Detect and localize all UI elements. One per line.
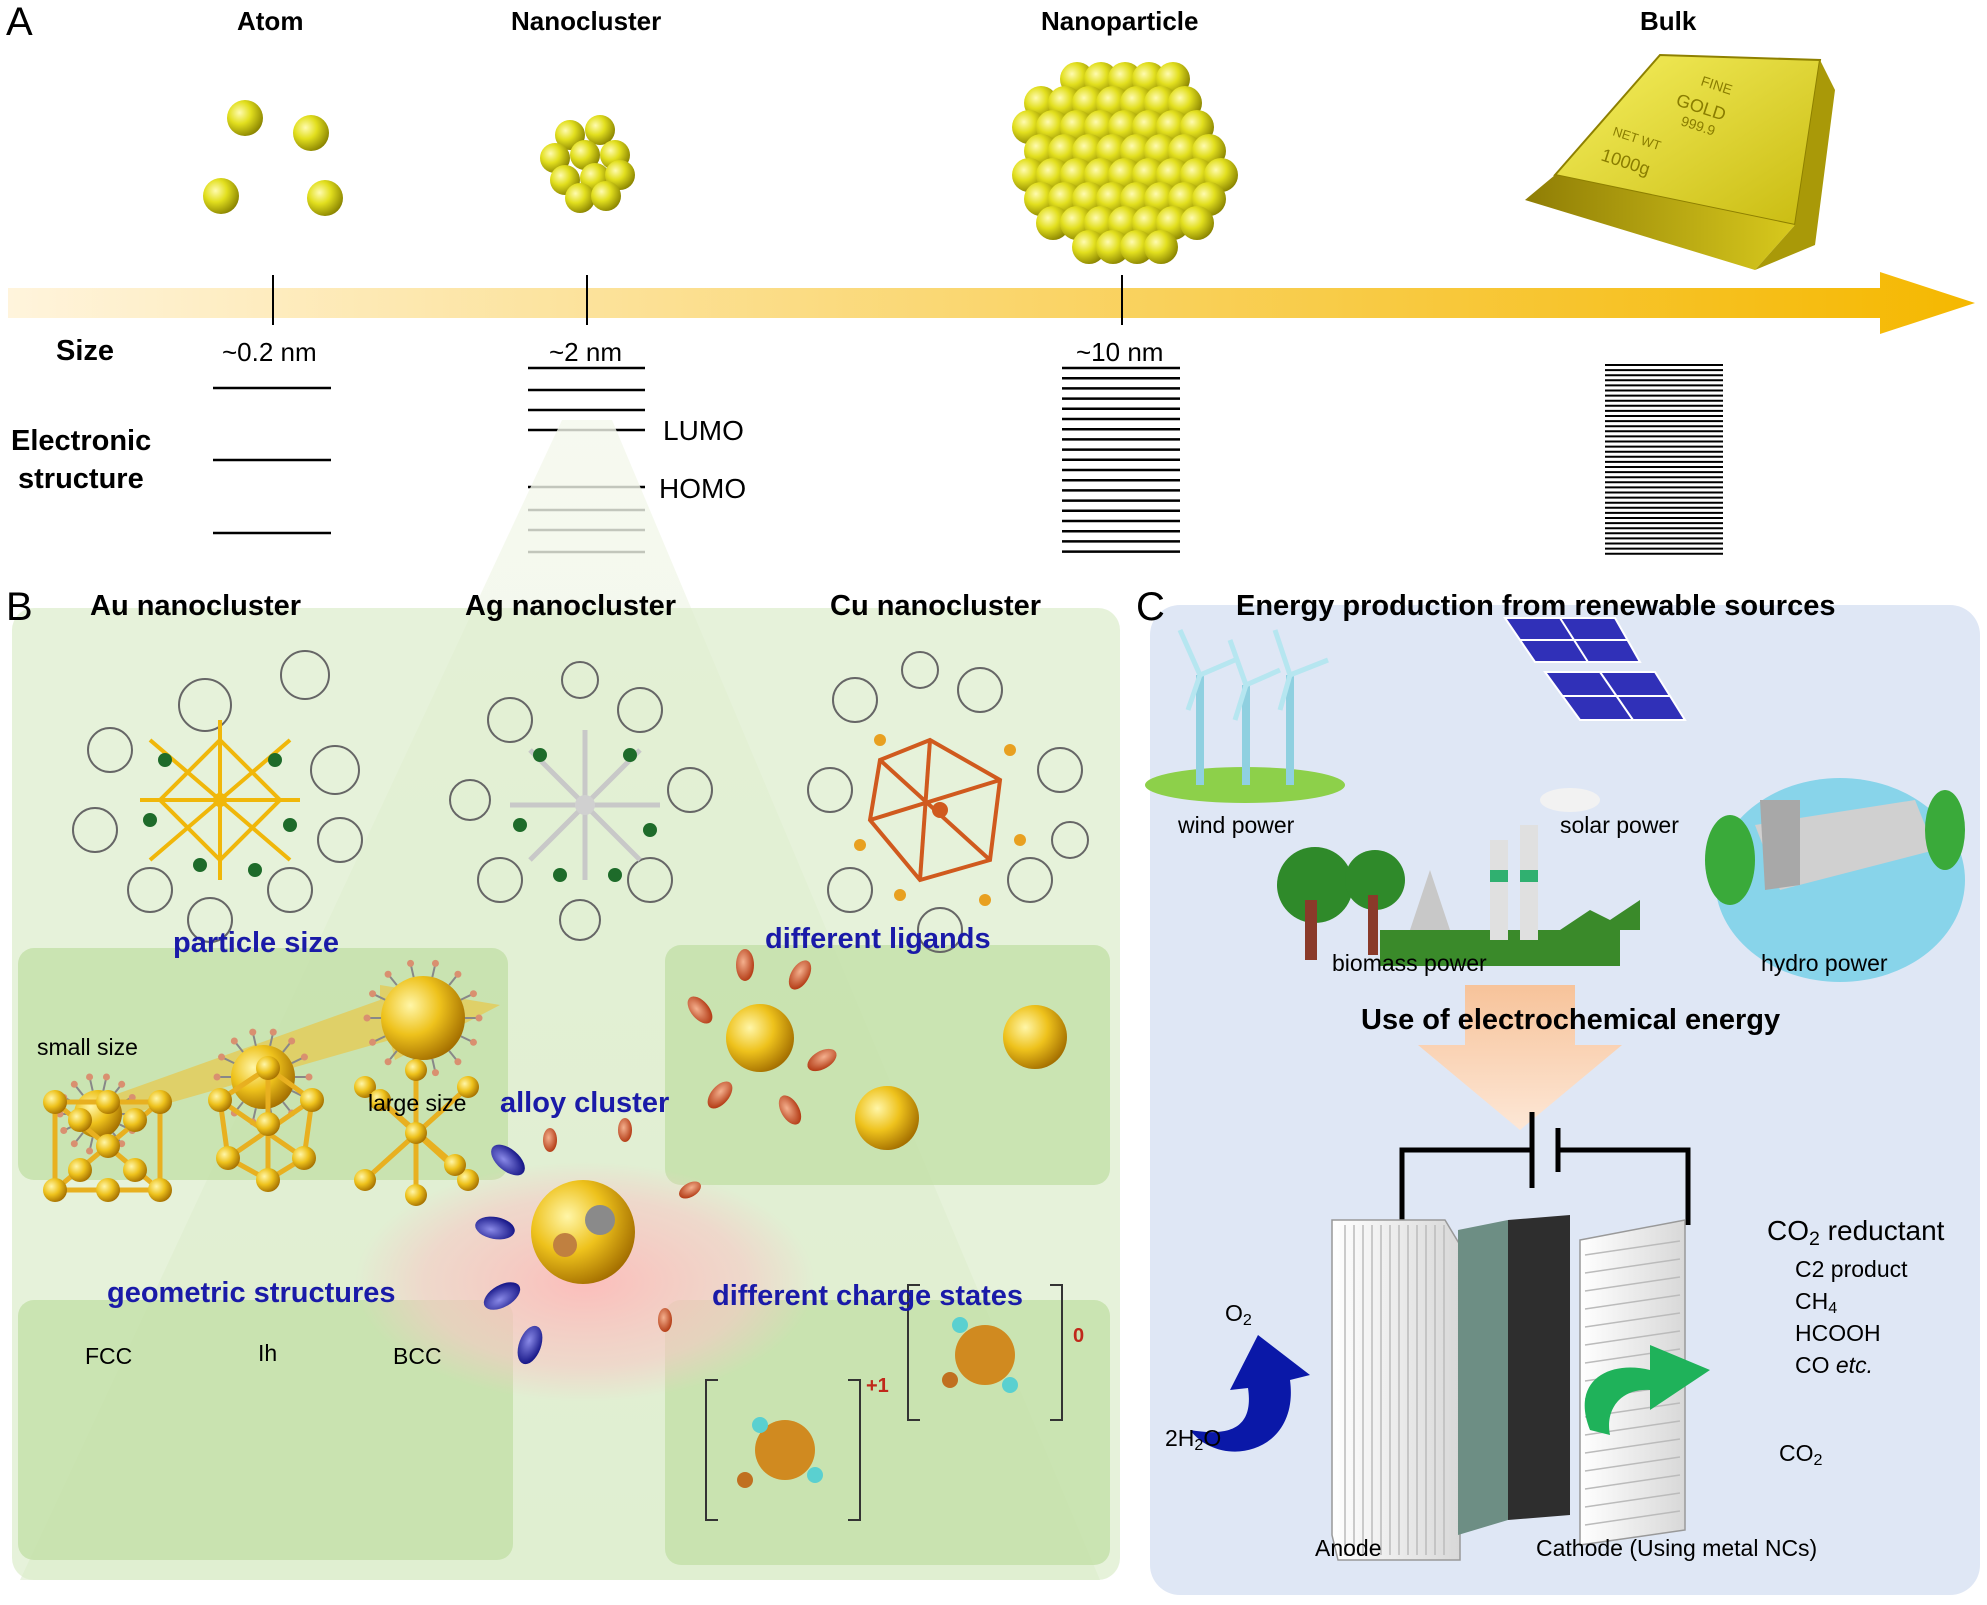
stage-label-bulk: Bulk (1640, 6, 1697, 36)
large-size-label: large size (368, 1090, 467, 1116)
size-row-label: Size (56, 335, 115, 367)
panel-c-title: Energy production from renewable sources (1236, 590, 1836, 622)
electronic-label-1: Electronic (11, 425, 152, 457)
charge-structure-plus1 (705, 1379, 861, 1521)
bcc-atoms (354, 1059, 479, 1206)
biomass-plant (1277, 788, 1640, 966)
cathode-green-arrow (1584, 1345, 1710, 1435)
o2-label: O2 (1225, 1300, 1252, 1330)
anode-blue-arrow (1190, 1335, 1310, 1452)
alloy-cluster-label: alloy cluster (500, 1087, 670, 1119)
charge-zero-label: 0 (1073, 1325, 1085, 1347)
cu-nanocluster-title: Cu nanocluster (830, 590, 1042, 622)
particle-size-label: particle size (173, 927, 340, 959)
circuit-wires (1399, 1112, 1691, 1225)
nanocluster-spheres (540, 115, 635, 213)
homo-label: HOMO (659, 473, 747, 504)
fcc-atoms (43, 1090, 172, 1202)
ligand-cluster-1 (687, 949, 837, 1125)
ih-label: Ih (258, 1340, 278, 1366)
membrane-plate (1458, 1215, 1570, 1535)
panel-c-letter: C (1136, 585, 1165, 629)
stage-label-atom: Atom (237, 6, 304, 36)
fcc-label: FCC (85, 1343, 133, 1369)
panel-a-graphics: FINE GOLD 999.9 NET WT 1000g (8, 53, 1975, 555)
ag-nanocluster-structure (449, 661, 713, 941)
small-size-label: small size (37, 1034, 138, 1060)
ag-nanocluster-title: Ag nanocluster (465, 590, 677, 622)
product-ch4: CH4 (1795, 1288, 1838, 1318)
product-hcooh: HCOOH (1795, 1320, 1881, 1346)
large-particle (381, 976, 465, 1060)
co2-label: CO2 (1779, 1440, 1823, 1470)
ligand-cluster-3 (855, 1086, 919, 1150)
panel-b-letter: B (6, 585, 33, 629)
alloy-cluster (475, 1118, 701, 1365)
size-nanocluster: ~2 nm (549, 337, 622, 367)
size-nanoparticle: ~10 nm (1076, 337, 1164, 367)
stage-label-nanocluster: Nanocluster (511, 6, 662, 36)
charge-structure-zero (907, 1284, 1063, 1421)
electrochemical-title: Use of electrochemical energy (1361, 1004, 1781, 1036)
biomass-power-label: biomass power (1332, 950, 1487, 976)
product-c2: C2 product (1795, 1256, 1908, 1282)
h2o-label: 2H2O (1165, 1425, 1222, 1455)
cathode-label: Cathode (Using metal NCs) (1536, 1535, 1818, 1561)
nanoparticle-energy-levels (1062, 366, 1180, 553)
bulk-energy-levels (1605, 364, 1723, 555)
au-nanocluster-title: Au nanocluster (90, 590, 302, 622)
size-atom: ~0.2 nm (222, 337, 317, 367)
nanoparticle-spheres (1012, 62, 1238, 264)
different-ligands-label: different ligands (765, 923, 991, 955)
ih-atoms (208, 1056, 324, 1192)
lumo-label: LUMO (663, 415, 744, 446)
panel-b-graphics (12, 420, 1120, 1580)
wind-turbines (1145, 628, 1345, 803)
hydro-power-label: hydro power (1761, 950, 1888, 976)
product-co: CO etc. (1795, 1352, 1873, 1378)
cu-nanocluster-structure (807, 651, 1089, 953)
size-axis-arrow (8, 272, 1975, 334)
panel-a-letter: A (6, 0, 33, 44)
anode-plate (1331, 1219, 1461, 1561)
electronic-label-2: structure (18, 463, 144, 495)
solar-panels (1503, 617, 1687, 721)
anode-label: Anode (1315, 1535, 1382, 1561)
charge-states-label: different charge states (712, 1280, 1024, 1312)
stage-label-nanoparticle: Nanoparticle (1041, 6, 1199, 36)
energy-down-arrow (1418, 985, 1622, 1130)
co2-reductant-label: CO2 reductant (1767, 1215, 1945, 1250)
au-nanocluster-structure (72, 650, 363, 943)
atom-spheres (203, 100, 343, 216)
atom-energy-levels (213, 386, 331, 535)
geometric-structures-label: geometric structures (107, 1277, 396, 1309)
wind-power-label: wind power (1178, 812, 1295, 838)
panel-c-graphics (1145, 605, 1980, 1595)
ligand-cluster-2 (1003, 1005, 1067, 1069)
hydro-dam (1705, 778, 1965, 982)
charge-plus1-label: +1 (866, 1375, 889, 1397)
bcc-label: BCC (393, 1343, 442, 1369)
solar-power-label: solar power (1560, 812, 1679, 838)
gold-bar-image: FINE GOLD 999.9 NET WT 1000g (1525, 53, 1835, 270)
